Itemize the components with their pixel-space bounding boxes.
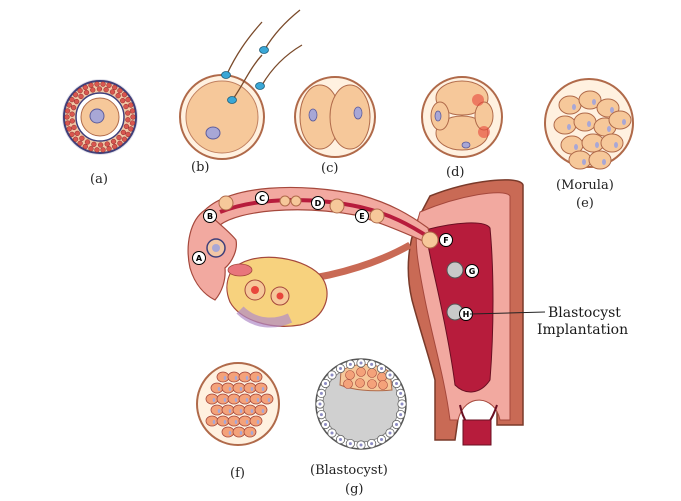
stage-f [196, 362, 280, 446]
label-e: (e) [576, 196, 594, 211]
stage-b-fertilisation [179, 9, 303, 160]
stage-a-ovum [62, 79, 138, 155]
svg-text:B: B [207, 212, 213, 221]
callout-line2: Implantation [537, 322, 628, 338]
sperm-cells [226, 9, 303, 100]
implantation-callout: Blastocyst Implantation [469, 305, 628, 338]
marker-b: B [203, 209, 217, 223]
stage-c-two-cell [294, 76, 376, 158]
label-f: (f) [230, 466, 245, 481]
label-blastocyst: (Blastocyst) [310, 463, 388, 478]
marker-a: A [192, 251, 206, 265]
label-morula: (Morula) [556, 178, 614, 193]
svg-text:D: D [315, 199, 322, 208]
marker-c: C [255, 191, 269, 205]
svg-text:H: H [463, 310, 470, 319]
label-d: (d) [446, 165, 464, 180]
stage-e-morula [544, 78, 634, 170]
marker-d: D [311, 196, 325, 210]
label-a: (a) [90, 172, 108, 187]
tract-embryos [218, 195, 464, 321]
svg-text:F: F [443, 236, 448, 245]
svg-text:E: E [359, 212, 364, 221]
label-c: (c) [321, 161, 338, 176]
marker-f: F [439, 233, 453, 247]
svg-text:A: A [196, 254, 203, 263]
label-b: (b) [191, 160, 209, 175]
marker-g: G [465, 264, 479, 278]
stage-d-four-cell [421, 76, 503, 158]
marker-e: E [355, 209, 369, 223]
svg-text:C: C [259, 194, 265, 203]
callout-line1: Blastocyst [548, 305, 621, 321]
stage-markers: A B C D E F G H [192, 191, 479, 321]
stage-g-blastocyst [315, 358, 407, 450]
label-g: (g) [345, 482, 363, 497]
svg-text:G: G [469, 267, 476, 276]
